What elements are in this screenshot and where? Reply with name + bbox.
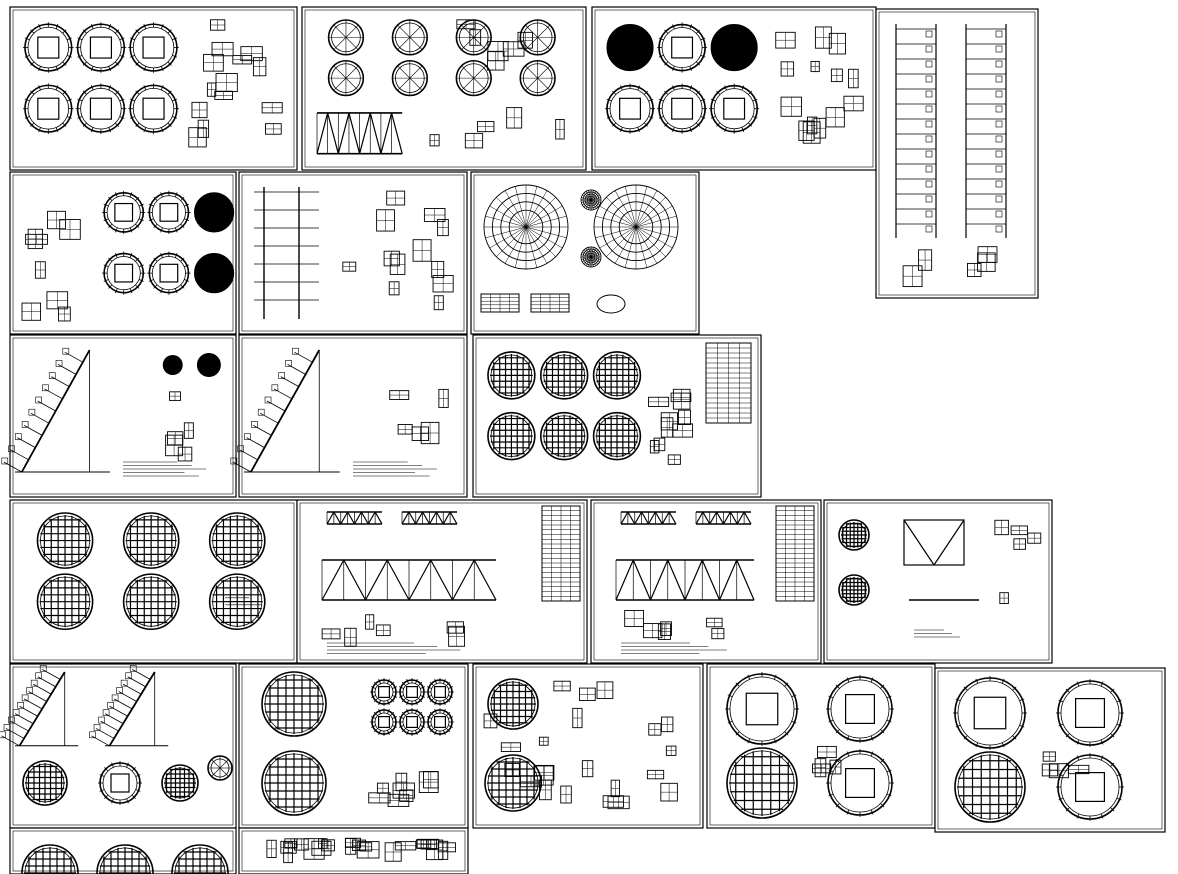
- drawing-sheet-17: [472, 663, 704, 829]
- sheet-frame: [934, 667, 1166, 833]
- drawing-sheet-14: [823, 499, 1053, 664]
- tank-circle: [171, 844, 229, 874]
- sheet-frame: [9, 827, 237, 874]
- filled-circle: [606, 24, 654, 72]
- sheet-frame: [875, 8, 1039, 299]
- tank-circle: [539, 351, 589, 400]
- tank-circle: [484, 754, 542, 812]
- sheet-frame: [238, 334, 468, 498]
- tank-circle: [36, 512, 94, 569]
- tank-circle: [208, 512, 266, 569]
- tank-circle: [487, 351, 536, 400]
- drawing-sheet-21: [238, 827, 469, 874]
- drawing-sheet-7: [470, 171, 700, 335]
- drawing-sheet-10: [472, 334, 762, 498]
- tank-circle: [122, 512, 180, 569]
- sheet-frame: [590, 499, 822, 664]
- tank-circle: [838, 574, 870, 606]
- tank-circle: [261, 750, 327, 816]
- drawing-sheet-19: [934, 667, 1166, 833]
- tank-circle: [261, 671, 327, 737]
- sheet-frame: [238, 171, 468, 335]
- tank-circle: [208, 573, 266, 631]
- drawing-sheet-20: [9, 827, 237, 874]
- tank-circle: [22, 760, 68, 806]
- drawing-sheets: [0, 6, 1166, 874]
- tank-circle: [838, 519, 870, 551]
- drawing-sheet-16: [238, 663, 469, 829]
- drawing-sheet-6: [238, 171, 468, 335]
- tank-circle: [592, 351, 642, 400]
- tank-circle: [954, 751, 1026, 823]
- tank-circle: [36, 573, 94, 631]
- drawing-sheet-3: [591, 6, 877, 171]
- drawing-sheet-5: [9, 171, 237, 335]
- drawing-sheet-2: [301, 6, 587, 171]
- drawing-sheet-4: [875, 8, 1039, 299]
- tank-circle: [122, 573, 180, 631]
- tank-circle: [539, 411, 589, 461]
- tank-circle: [726, 747, 798, 819]
- tank-circle: [96, 844, 154, 874]
- drawing-sheet-1: [9, 6, 298, 171]
- drawing-sheet-13: [590, 499, 822, 664]
- tank-circle: [21, 844, 79, 874]
- drawing-sheet-9: [230, 334, 468, 498]
- filled-circle: [194, 253, 235, 294]
- drawing-sheet-18: [706, 663, 936, 829]
- filled-circle: [194, 192, 235, 233]
- drawing-sheet-12: [296, 499, 588, 664]
- drawing-sheet-15: [0, 663, 237, 829]
- filled-circle: [710, 24, 758, 72]
- drawing-sheet-8: [1, 334, 237, 498]
- tank-circle: [487, 411, 536, 461]
- drawing-sheet-11: [9, 499, 298, 664]
- tank-circle: [592, 411, 642, 461]
- tank-circle: [161, 764, 199, 802]
- tank-circle: [487, 678, 539, 730]
